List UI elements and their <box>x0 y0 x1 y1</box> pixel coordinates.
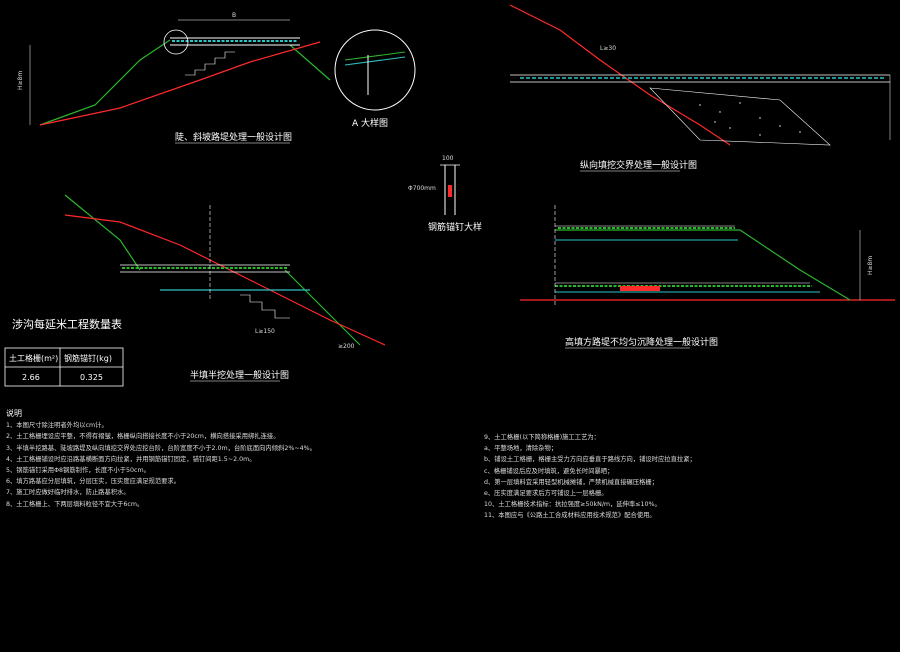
note-line: e、压实度满足要求后方可铺设上一层格栅。 <box>484 490 608 498</box>
note-line: 7、施工时应做好临时排水，防止路基积水。 <box>6 489 130 497</box>
table-value-2: 0.325 <box>80 373 103 382</box>
note-line: d、第一层填料宜采用轻型机械摊铺，严禁机械直接碾压格栅； <box>484 478 659 486</box>
note-line: 11、本图应与《公路土工合成材料应用技术规范》配合使用。 <box>484 512 656 520</box>
caption-6: 高填方路堤不均匀沉降处理一般设计图 <box>565 336 718 348</box>
note-line: 4、土工格栅铺设时应沿路基横断面方向拉紧，并用钢筋锚钉固定，锚钉间距1.5~2.… <box>6 455 256 463</box>
dim-100: 100 <box>442 155 454 162</box>
note-line: 2、土工格栅埋设应平整，不得有褶皱，格栅纵向搭接长度不小于20cm，横向搭接采用… <box>6 433 280 441</box>
detail-a: A 大样图 <box>334 29 416 129</box>
dim-l150: L≥150 <box>255 328 275 335</box>
quantities-table: 涉沟每延米工程数量表 土工格栅(m²) 钢筋锚钉(kg) 2.66 0.325 <box>4 317 124 387</box>
caption-4: 纵向填挖交界处理一般设计图 <box>580 159 697 171</box>
longitudinal-cut-fill: L≥30 纵向填挖交界处理一般设计图 <box>509 4 891 172</box>
notes-left: 说明 1、本图尺寸除注明者外均以cm计。 2、土工格栅埋设应平整，不得有褶皱，格… <box>6 408 486 510</box>
note-line: 10、土工格栅技术指标：抗拉强度≥50kN/m，延伸率≤10%。 <box>484 501 661 509</box>
caption-2: A 大样图 <box>352 117 388 129</box>
notes-right: 9、土工格栅(以下简称格栅)施工工艺为： a、平整场地，清除杂物； b、铺设土工… <box>484 432 894 522</box>
note-line: b、铺设土工格栅，格栅主受力方向应垂直于路线方向，铺设时应拉直拉紧； <box>484 456 696 464</box>
dim-2m: ≥200 <box>338 343 355 350</box>
notes-title: 说明 <box>6 409 22 418</box>
dim-700: Φ700mm <box>408 185 436 192</box>
table-title: 涉沟每延米工程数量表 <box>12 317 122 331</box>
steep-slope-detail: B H≥8m 陡、斜坡路堤处理一般设计图 <box>17 12 331 144</box>
caption-5: 半填半挖处理一般设计图 <box>190 369 289 381</box>
table-value-1: 2.66 <box>22 373 40 382</box>
note-line: 6、填方路基应分层填筑，分层压实，压实度应满足规范要求。 <box>6 478 181 486</box>
table-header-2: 钢筋锚钉(kg) <box>64 353 112 363</box>
note-line: 8、土工格栅上、下两层填料粒径不宜大于6cm。 <box>6 500 144 508</box>
note-line: 1、本图尺寸除注明者外均以cm计。 <box>6 422 108 430</box>
caption-3: 钢筋锚钉大样 <box>428 221 482 233</box>
half-fill-half-cut: L≥150 ≥200 半填半挖处理一般设计图 <box>64 194 386 382</box>
note-line: 9、土工格栅(以下简称格栅)施工工艺为： <box>484 434 600 441</box>
note-line: c、格栅铺设后应及时填筑，避免长时间暴晒； <box>484 467 614 475</box>
caption-1: 陡、斜坡路堤处理一般设计图 <box>175 131 292 143</box>
table-header-1: 土工格栅(m²) <box>9 353 58 363</box>
dim-b: B <box>232 12 236 19</box>
high-fill-settlement: H≥8m 高填方路堤不均匀沉降处理一般设计图 <box>520 205 895 349</box>
dim-h8: H≥8m <box>867 256 874 275</box>
note-line: 3、半填半挖路基、陡坡路堤及纵向填挖交界处应挖台阶，台阶宽度不小于2.0m，台阶… <box>6 444 316 452</box>
dim-l30: L≥30 <box>600 45 616 52</box>
note-line: a、平整场地，清除杂物； <box>484 445 558 453</box>
dim-h: H≥8m <box>17 71 24 90</box>
note-line: 5、钢筋锚钉采用Φ8钢筋制作，长度不小于50cm。 <box>6 467 150 475</box>
anchor-nail-detail: 100 Φ700mm 钢筋锚钉大样 <box>408 155 482 233</box>
